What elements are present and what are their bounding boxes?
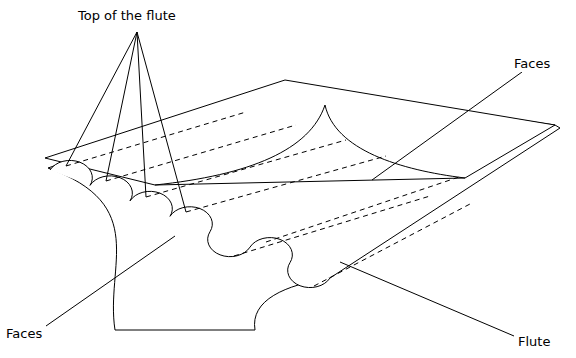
part-label: Top of the flute xyxy=(76,8,178,24)
part-label: Faces xyxy=(512,56,552,72)
top-face-curl xyxy=(155,105,465,185)
leader-lines xyxy=(46,32,522,336)
top-face xyxy=(45,80,555,185)
flute-crest-lines xyxy=(66,112,470,286)
part-label: Faces xyxy=(4,326,44,342)
flute-edge xyxy=(50,160,330,287)
part-label: Flute xyxy=(516,334,552,350)
